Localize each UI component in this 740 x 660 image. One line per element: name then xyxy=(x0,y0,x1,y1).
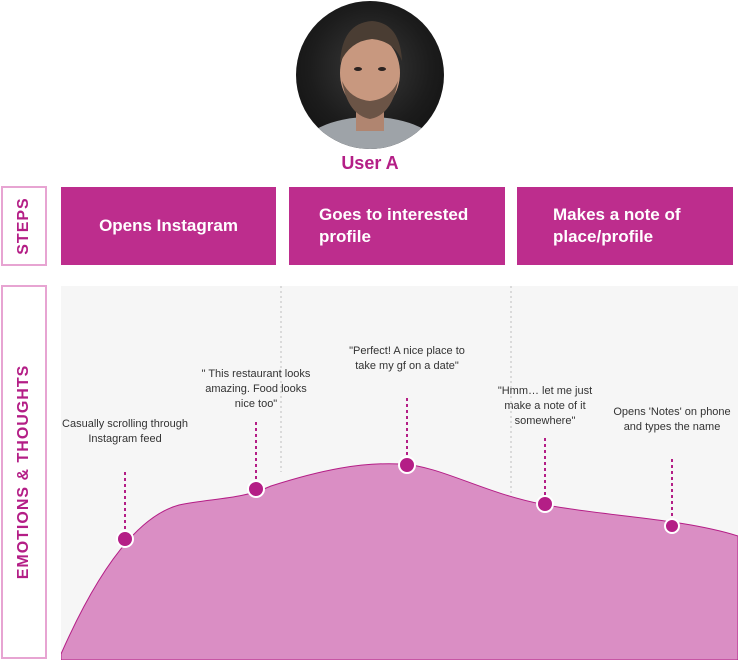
point-4 xyxy=(536,495,554,513)
point-1 xyxy=(116,530,134,548)
step-goes-to-profile: Goes to interested profile xyxy=(289,187,505,265)
steps-row-label: STEPS xyxy=(1,186,47,266)
thought-label: Casually scrolling through Instagram fee… xyxy=(62,418,188,445)
step-makes-note: Makes a note of place/profile xyxy=(517,187,733,265)
steps-label-text: STEPS xyxy=(15,197,32,255)
point-5 xyxy=(664,518,680,534)
user-portrait-icon xyxy=(300,21,440,149)
user-avatar xyxy=(296,1,444,149)
emotions-label-text: EMOTIONS & THOUGHTS xyxy=(15,364,32,580)
emotion-curve-chart: Casually scrolling through Instagram fee… xyxy=(61,286,738,660)
step-opens-instagram: Opens Instagram xyxy=(61,187,276,265)
thought-label: Opens 'Notes' on phone and types the nam… xyxy=(613,406,731,433)
thought-label: " This restaurant looks amazing. Food lo… xyxy=(201,368,311,410)
emotion-curve-svg xyxy=(61,286,738,660)
thought-label: "Hmm… let me just make a note of it some… xyxy=(497,385,593,427)
emotions-row-label: EMOTIONS & THOUGHTS xyxy=(1,285,47,659)
user-name: User A xyxy=(341,153,399,173)
point-3 xyxy=(398,456,416,474)
point-2 xyxy=(247,480,265,498)
emotion-curve-area xyxy=(61,463,738,660)
thought-label: "Perfect! A nice place to take my gf on … xyxy=(349,345,465,372)
